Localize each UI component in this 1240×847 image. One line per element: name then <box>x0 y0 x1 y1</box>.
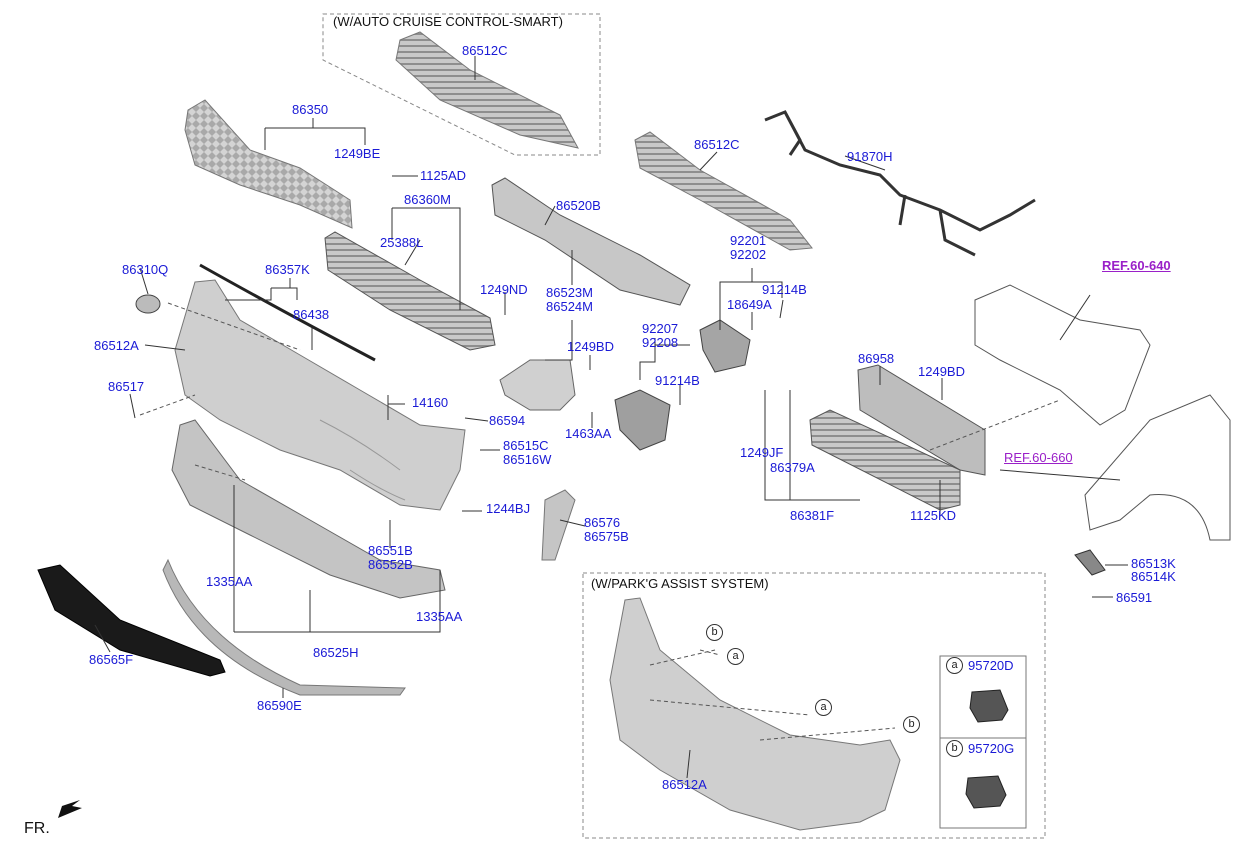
active-air-flap-86379A <box>809 409 961 511</box>
callout-1335AA-a[interactable]: 1335AA <box>206 574 253 589</box>
callout-14160[interactable]: 14160 <box>412 395 449 410</box>
callout-1249BD-a[interactable]: 1249BD <box>567 339 614 354</box>
cruise-variant-frame <box>322 13 601 156</box>
lower-bumper-86525H <box>171 419 446 599</box>
grille-support-86360M <box>324 231 496 351</box>
fender-reference <box>1084 394 1231 541</box>
grille-86512C-variant <box>395 31 579 149</box>
callout-1249BE[interactable]: 1249BE <box>334 146 381 161</box>
callout-1335AA-b[interactable]: 1335AA <box>416 609 463 624</box>
wiring-harness-91870H <box>764 110 1036 257</box>
sensor-95720D-image <box>969 689 1009 723</box>
legend-b-letter: b <box>946 740 963 757</box>
callout-1463AA[interactable]: 1463AA <box>565 426 612 441</box>
callout-91214B-a[interactable]: 91214B <box>762 282 807 297</box>
callout-25388L[interactable]: 25388L <box>380 235 424 250</box>
front-bumper-cover-86512A <box>174 279 466 511</box>
reference-60-660-link[interactable]: REF.60-660 <box>1004 450 1073 465</box>
callout-18649A[interactable]: 18649A <box>727 297 772 312</box>
callout-86551B[interactable]: 86551B <box>368 543 413 558</box>
callout-86525H[interactable]: 86525H <box>313 645 359 660</box>
callout-86590E[interactable]: 86590E <box>257 698 302 713</box>
callout-1249BD-b[interactable]: 1249BD <box>918 364 965 379</box>
marker-b-1: b <box>706 624 723 641</box>
skid-plate-86565F <box>37 564 226 677</box>
sensor-module-92201 <box>699 319 751 373</box>
marker-b-2: b <box>903 716 920 733</box>
bracket-86513K <box>1074 549 1106 576</box>
radiator-grille-86350 <box>184 99 353 229</box>
callout-86512A-parking[interactable]: 86512A <box>662 777 707 792</box>
callout-92207[interactable]: 92207 <box>642 321 679 336</box>
callout-1244BJ[interactable]: 1244BJ <box>486 501 531 516</box>
callout-86438[interactable]: 86438 <box>293 307 330 322</box>
callout-91870H[interactable]: 91870H <box>847 149 893 164</box>
callout-92202[interactable]: 92202 <box>730 247 767 262</box>
callout-86523M[interactable]: 86523M <box>546 285 593 300</box>
callout-86514K[interactable]: 86514K <box>1131 569 1176 584</box>
lower-trim-86590E <box>162 558 406 696</box>
callout-91214B-b[interactable]: 91214B <box>655 373 700 388</box>
legend-b-part[interactable]: 95720G <box>968 741 1015 756</box>
leader-lines <box>94 56 1128 779</box>
callout-86594[interactable]: 86594 <box>489 413 526 428</box>
fog-lamp-bezel-86523M <box>499 359 576 411</box>
callout-86310Q[interactable]: 86310Q <box>122 262 169 277</box>
callout-86552B[interactable]: 86552B <box>368 557 413 572</box>
callout-92201[interactable]: 92201 <box>730 233 767 248</box>
body-frame-reference <box>974 284 1151 426</box>
parking-variant-frame <box>582 572 1046 839</box>
callout-86524M[interactable]: 86524M <box>546 299 593 314</box>
front-direction-arrow <box>58 800 82 818</box>
callout-86565F[interactable]: 86565F <box>89 652 134 667</box>
callout-86591[interactable]: 86591 <box>1116 590 1153 605</box>
callout-86520B[interactable]: 86520B <box>556 198 601 213</box>
callout-86515C[interactable]: 86515C <box>503 438 549 453</box>
emblem-86310Q <box>135 294 161 314</box>
callout-1249ND[interactable]: 1249ND <box>480 282 528 297</box>
legend-a-part[interactable]: 95720D <box>968 658 1014 673</box>
callout-1125KD[interactable]: 1125KD <box>910 508 957 523</box>
fog-lamp-bracket-92207 <box>614 389 671 451</box>
callout-86517[interactable]: 86517 <box>108 379 145 394</box>
callout-86360M[interactable]: 86360M <box>404 192 451 207</box>
dashed-assembly-lines <box>139 302 1061 741</box>
callout-86350[interactable]: 86350 <box>292 102 329 117</box>
lower-grille-86512C <box>634 131 813 251</box>
callout-86379A[interactable]: 86379A <box>770 460 815 475</box>
callout-86512C[interactable]: 86512C <box>694 137 740 152</box>
callout-92208[interactable]: 92208 <box>642 335 679 350</box>
callout-86381F[interactable]: 86381F <box>790 508 835 523</box>
energy-absorber-86520B <box>491 177 691 306</box>
reference-60-640-link[interactable]: REF.60-640 <box>1102 258 1171 273</box>
cruise-variant-caption: (W/AUTO CRUISE CONTROL-SMART) <box>333 14 563 29</box>
front-direction-label: FR. <box>24 820 50 837</box>
callout-86357K[interactable]: 86357K <box>265 262 310 277</box>
callout-86576[interactable]: 86576 <box>584 515 621 530</box>
parking-variant-caption: (W/PARK'G ASSIST SYSTEM) <box>591 576 769 591</box>
callout-86512C-top[interactable]: 86512C <box>462 43 508 58</box>
marker-a-1: a <box>727 648 744 665</box>
callout-86958[interactable]: 86958 <box>858 351 895 366</box>
legend-a-letter: a <box>946 657 963 674</box>
callout-86512A[interactable]: 86512A <box>94 338 139 353</box>
sensor-95720G-image <box>965 775 1007 809</box>
callout-1125AD[interactable]: 1125AD <box>420 168 467 183</box>
side-trim-86576 <box>541 489 576 561</box>
callout-1249JF[interactable]: 1249JF <box>740 445 784 460</box>
callout-86513K[interactable]: 86513K <box>1131 556 1176 571</box>
marker-a-2: a <box>815 699 832 716</box>
bumper-86512A-parking <box>609 597 901 831</box>
callout-86575B[interactable]: 86575B <box>584 529 629 544</box>
air-guide-86958 <box>857 364 986 476</box>
callout-86516W[interactable]: 86516W <box>503 452 552 467</box>
molding-strip-86357K <box>199 263 376 362</box>
